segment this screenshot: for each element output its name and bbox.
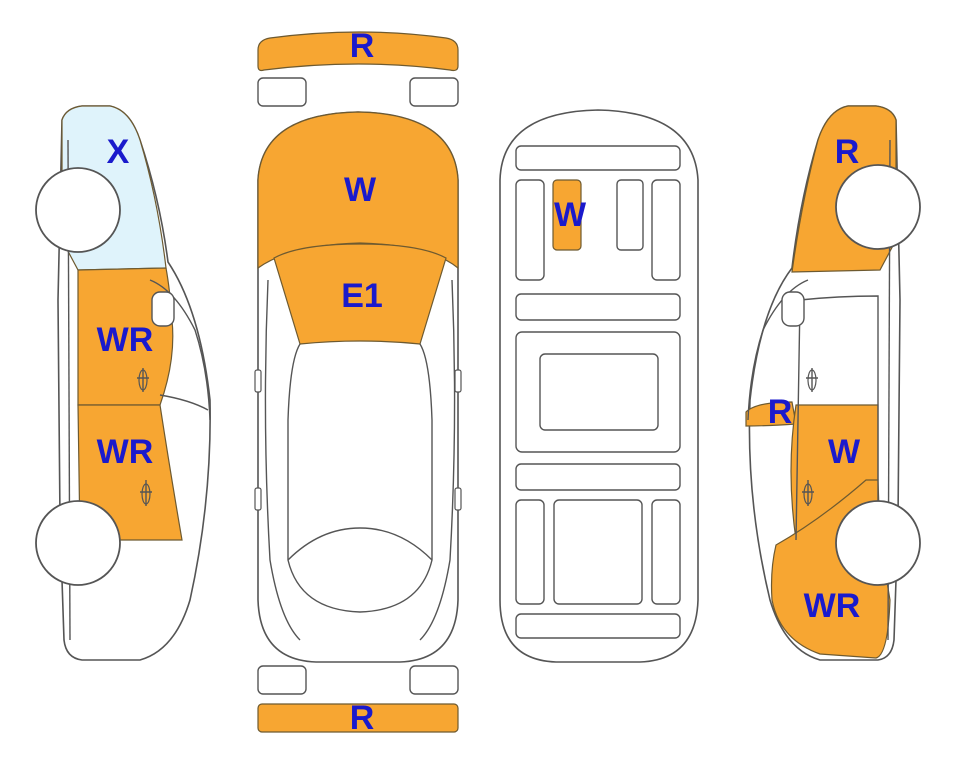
floor-center-inner-panel (539, 353, 659, 431)
left-mirror-icon (151, 291, 175, 327)
right-rear-door-handle-ring (803, 483, 813, 505)
top-left-rear-handle-icon (254, 487, 262, 511)
top-view-left-pillar (264, 279, 301, 641)
floor-back-bar (515, 613, 681, 639)
rear-right-light-icon (409, 665, 459, 695)
floor-left-rear-slot (515, 499, 545, 605)
top-view-roof-outline (287, 343, 433, 613)
hood-label: W (344, 171, 377, 209)
rear-left-light-icon (257, 665, 307, 695)
floor-trunk-panel (553, 499, 643, 605)
left-front-door-handle-ring (138, 369, 148, 391)
left-rear-door-handle-ring (141, 483, 151, 505)
floor-left-front-slot (515, 179, 545, 281)
front-left-light-icon (257, 77, 307, 107)
left-side-view: X WR WR (35, 105, 211, 661)
right-mirror-icon (781, 291, 805, 327)
floor-right-front-slot (651, 179, 681, 281)
left-side-window-line (149, 279, 211, 421)
right-front-wheel-icon (835, 164, 921, 250)
windshield-label: E1 (341, 277, 383, 315)
right-side-view: R R W WR (745, 105, 921, 661)
top-right-rear-handle-icon (454, 487, 462, 511)
right-front-fender-label: R (835, 133, 860, 171)
floor-mid-bar (515, 293, 681, 321)
top-right-mirror-icon (454, 369, 462, 393)
right-door-label: W (828, 433, 861, 471)
right-front-door-handle-ring (807, 369, 817, 391)
floor-rear-bar (515, 463, 681, 491)
right-rear-quarter-label: WR (804, 587, 861, 625)
windshield-panel (273, 243, 447, 345)
left-front-fender-label: X (107, 133, 130, 171)
left-side-window-line-2 (159, 394, 209, 411)
top-view-rear-window-line (287, 527, 433, 561)
right-side-window-line (747, 279, 809, 421)
front-right-light-icon (409, 77, 459, 107)
floor-center-slot (616, 179, 644, 251)
front-bumper-panel (257, 31, 459, 72)
roof-panel (552, 179, 582, 251)
floor-view: W (499, 109, 699, 663)
roof-panel-label: W (554, 196, 587, 234)
front-bumper-label: R (350, 27, 375, 65)
right-mirror-area-label: R (768, 393, 793, 431)
left-rear-wheel-icon (35, 500, 121, 586)
rear-bumper-panel (257, 703, 459, 733)
right-side-door-line (795, 295, 879, 541)
rear-bumper-label: R (350, 699, 375, 737)
floor-right-rear-slot (651, 499, 681, 605)
left-rear-door-label: WR (97, 433, 154, 471)
top-view: R W E1 R (254, 27, 462, 737)
floor-front-bar (515, 145, 681, 171)
right-rear-wheel-icon (835, 500, 921, 586)
top-view-right-pillar (419, 279, 456, 641)
left-front-door-label: WR (97, 321, 154, 359)
left-front-door-panel (77, 267, 174, 406)
left-front-wheel-icon (35, 167, 121, 253)
left-rear-door-panel (77, 404, 183, 541)
top-left-mirror-icon (254, 369, 262, 393)
